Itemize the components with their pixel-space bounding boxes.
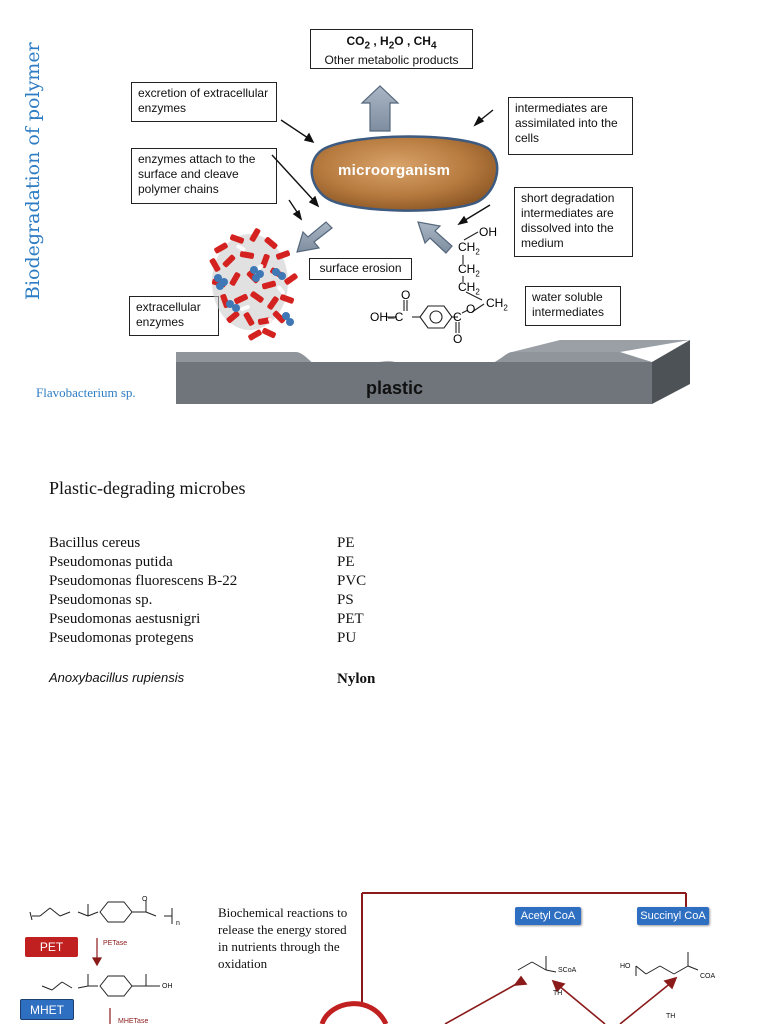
plastic-type: PE xyxy=(337,554,355,570)
short-degradation-text: short degradation intermediates are diss… xyxy=(521,191,615,250)
extracellular-enzymes-box: extracellular enzymes xyxy=(129,296,219,336)
microbe-name: Pseudomonas protegens xyxy=(49,630,194,646)
microorganism-icon xyxy=(310,135,499,212)
pet-label: PET xyxy=(25,937,78,957)
short-degradation-box: short degradation intermediates are diss… xyxy=(514,187,633,257)
diagram-graphics xyxy=(176,85,690,404)
excretion-box: excretion of extracellular enzymes xyxy=(131,82,277,122)
attach-text: enzymes attach to the surface and cleave… xyxy=(138,152,256,196)
microbes-heading: Plastic-degrading microbes xyxy=(49,478,246,498)
extracellular-enzymes-text: extracellular enzymes xyxy=(136,300,201,329)
microbe-name: Bacillus cereus xyxy=(49,535,141,551)
plastic-type: PU xyxy=(337,630,357,646)
erosion-arrow-icon xyxy=(296,221,333,253)
pathway-graphics xyxy=(29,892,699,1024)
figure-caption: Flavobacterium sp. xyxy=(36,385,136,400)
plastic-type: PS xyxy=(337,592,354,608)
chem-ch2-b: CH2 xyxy=(458,262,480,279)
mhet-label: MHET xyxy=(20,999,74,1020)
acetyl-structure-icon xyxy=(517,956,557,973)
succinyl-structure-icon xyxy=(635,952,699,976)
cycle-arc-icon xyxy=(319,1001,389,1024)
microbe-name: Pseudomonas fluorescens B-22 xyxy=(49,573,238,589)
microbe-name: Anoxybacillus rupiensis xyxy=(49,670,185,685)
acetyl-coa-label: Acetyl CoA xyxy=(515,907,581,925)
assimilated-text: intermediates are assimilated into the c… xyxy=(515,101,618,145)
products-formula: CO2 , H2O , CH4 xyxy=(346,34,437,52)
enzyme-cluster-icon xyxy=(209,228,298,341)
products-label: Other metabolic products xyxy=(324,53,459,68)
chem-o-top: O xyxy=(401,288,411,302)
plastic-slab-icon xyxy=(176,340,690,404)
succinyl-coa-label: Succinyl CoA xyxy=(637,907,709,925)
coa-label: COA xyxy=(700,973,716,980)
plastic-type: PE xyxy=(337,535,355,551)
pathway-connector xyxy=(361,892,687,1002)
chemical-structure-icon xyxy=(386,231,485,333)
th-label-2: TH xyxy=(666,1013,676,1020)
o-label: O xyxy=(142,896,148,903)
microbe-name: Pseudomonas sp. xyxy=(49,592,153,608)
microbe-name: Pseudomonas aestusnigri xyxy=(49,611,201,627)
microbe-name: Pseudomonas putida xyxy=(49,554,173,570)
chem-ch2-a: CH2 xyxy=(458,240,480,257)
chem-ch2-d: CH2 xyxy=(486,296,508,313)
chem-ohc: OH–C xyxy=(370,310,404,324)
uptake-arrow-icon xyxy=(417,221,453,254)
pet-structure-icon xyxy=(29,900,173,924)
surface-erosion-box: surface erosion xyxy=(309,258,412,280)
enzyme-arrows-icon xyxy=(91,938,111,1024)
microorganism-label: microorganism xyxy=(338,162,451,179)
plastic-label: plastic xyxy=(366,378,424,398)
chem-o-link: O xyxy=(466,302,476,316)
plastic-type: PVC xyxy=(337,573,367,589)
ho-label: HO xyxy=(620,963,631,970)
chem-o-bottom: O xyxy=(453,332,463,346)
assimilated-box: intermediates are assimilated into the c… xyxy=(508,97,633,155)
scoa-label: SCoA xyxy=(558,967,577,974)
oh-label: OH xyxy=(162,983,173,990)
n-subscript: n xyxy=(176,920,180,927)
chem-oh: OH xyxy=(479,225,497,239)
pathway-description: Biochemical reactions to release the ene… xyxy=(218,905,348,971)
up-arrow-icon xyxy=(360,85,400,132)
reaction-arrows-icon xyxy=(444,975,678,1024)
th-label-1: TH xyxy=(553,990,563,997)
products-box: CO2 , H2O , CH4 Other metabolic products xyxy=(310,29,473,69)
chem-ch2-c: CH2 xyxy=(458,280,480,297)
chem-c2: C xyxy=(453,310,462,324)
excretion-text: excretion of extracellular enzymes xyxy=(138,86,269,115)
pointer-arrows-icon xyxy=(271,109,494,226)
plastic-type: PET xyxy=(337,611,364,627)
plastic-type: Nylon xyxy=(337,671,376,687)
mhet-enzyme-label: MHETase xyxy=(118,1018,149,1025)
pet-enzyme-label: PETase xyxy=(103,940,128,947)
mhet-structure-icon xyxy=(41,974,160,997)
water-soluble-box: water soluble intermediates xyxy=(525,286,621,326)
surface-erosion-text: surface erosion xyxy=(319,261,402,275)
attach-box: enzymes attach to the surface and cleave… xyxy=(131,148,277,204)
water-soluble-text: water soluble intermediates xyxy=(532,290,605,319)
